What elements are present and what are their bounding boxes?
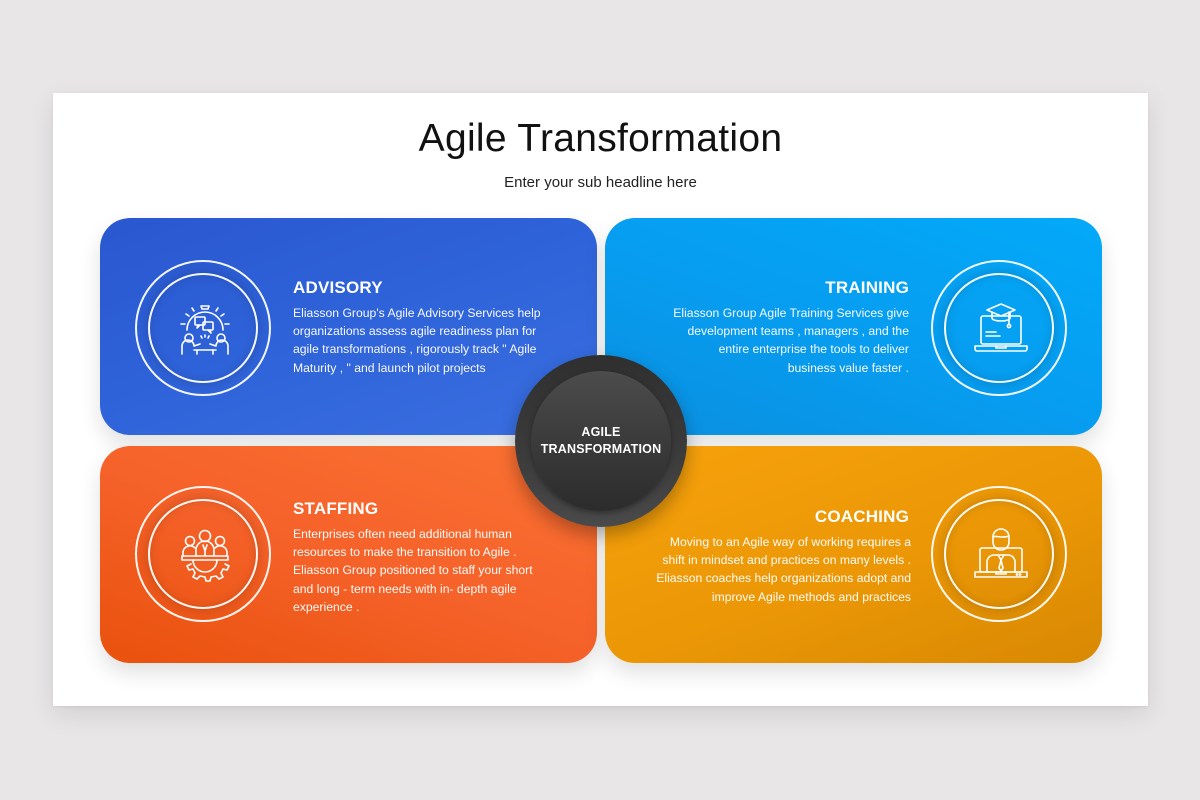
center-hub: AGILE TRANSFORMATION <box>515 355 687 527</box>
team-gear-icon <box>181 529 230 582</box>
card-body: Enterprises often need additional human … <box>293 527 533 614</box>
slide-title: Agile Transformation <box>418 117 783 160</box>
icon-ring <box>931 486 1067 622</box>
card-training: TRAINING Eliasson Group Agile Training S… <box>605 218 1102 435</box>
card-body: Eliasson Group's Agile Advisory Services… <box>293 306 541 375</box>
laptop-person-icon <box>974 528 1028 578</box>
card-heading: ADVISORY <box>293 278 383 297</box>
icon-ring <box>135 260 271 396</box>
card-text: ADVISORY Eliasson Group's Agile Advisory… <box>293 278 553 377</box>
card-text: TRAINING Eliasson Group Agile Training S… <box>649 278 909 377</box>
center-hub-inner: AGILE TRANSFORMATION <box>531 371 671 511</box>
slide-subtitle: Enter your sub headline here <box>504 174 697 191</box>
icon-ring <box>931 260 1067 396</box>
icon-ring <box>135 486 271 622</box>
card-staffing: STAFFING Enterprises often need addition… <box>100 446 597 663</box>
card-body: Eliasson Group Agile Training Services g… <box>673 306 909 375</box>
card-text: COACHING Moving to an Agile way of worki… <box>649 507 911 606</box>
hub-label-line1: AGILE <box>581 425 621 439</box>
slide: Agile Transformation Enter your sub head… <box>53 93 1148 706</box>
card-text: STAFFING Enterprises often need addition… <box>293 499 553 616</box>
card-heading: STAFFING <box>293 499 379 518</box>
card-heading: COACHING <box>814 507 909 526</box>
laptop-graduation-cap-icon <box>974 303 1028 352</box>
card-advisory: ADVISORY Eliasson Group's Agile Advisory… <box>100 218 597 435</box>
hub-label-line2: TRANSFORMATION <box>540 442 662 456</box>
hub-label: AGILE TRANSFORMATION <box>541 424 662 458</box>
card-body: Moving to an Agile way of working requir… <box>656 535 911 604</box>
card-heading: TRAINING <box>825 278 909 297</box>
card-coaching: COACHING Moving to an Agile way of worki… <box>605 446 1102 663</box>
team-gear-chat-icon <box>180 305 230 355</box>
